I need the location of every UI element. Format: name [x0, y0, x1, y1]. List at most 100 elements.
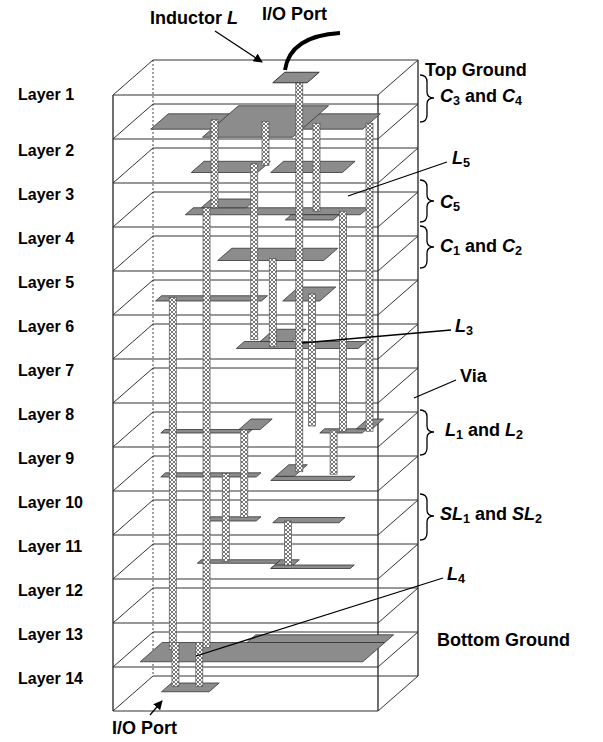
text-run	[500, 630, 505, 650]
via	[330, 430, 337, 474]
text-run	[463, 420, 468, 440]
text-run: 14	[65, 670, 83, 687]
layer-name: Layer 13	[18, 626, 83, 643]
text-run: I/O	[112, 718, 136, 738]
text-run: Layer	[18, 670, 61, 687]
symbol-index: 3	[466, 324, 473, 338]
symbol-letter: C	[440, 86, 453, 106]
part-name: C1 and C2	[440, 236, 522, 256]
leader-arrow	[215, 31, 262, 62]
layer-plane	[113, 500, 418, 535]
text-run: 5	[65, 274, 74, 291]
callout-label: SL1 and SL2	[440, 504, 542, 526]
text-run: Layer	[18, 318, 61, 335]
metal-pattern	[239, 419, 272, 430]
symbol-letter: L	[445, 420, 456, 440]
text-run	[460, 86, 465, 106]
metal-pattern	[285, 215, 339, 220]
text-run: Layer	[18, 406, 61, 423]
callout-label: C3 and C4	[440, 86, 522, 108]
text-run	[497, 86, 502, 106]
via	[366, 123, 373, 431]
symbol-letter: C	[502, 86, 515, 106]
callout-label: I/O Port	[112, 718, 177, 739]
text-run	[61, 186, 65, 203]
text-run: Layer	[18, 626, 61, 643]
text-run: 10	[65, 494, 83, 511]
text-run	[61, 670, 65, 687]
text-run: 8	[65, 406, 74, 423]
symbol-index: 1	[453, 244, 460, 258]
callout-label: L4	[447, 564, 465, 586]
text-run: Via	[460, 366, 487, 386]
layer-label: Layer 2	[18, 142, 74, 160]
symbol-letter: C	[440, 236, 453, 256]
io-pad	[273, 72, 319, 83]
text-run: Layer	[18, 230, 61, 247]
symbol-index: 1	[463, 512, 470, 526]
brace	[420, 180, 434, 222]
layer-label: Layer 1	[18, 86, 74, 104]
text-run: Ground	[505, 630, 570, 650]
symbol-index: 2	[516, 428, 523, 442]
symbol-letter: L	[455, 316, 466, 336]
via	[296, 76, 303, 472]
text-run	[500, 420, 505, 440]
layer-name: Layer 4	[18, 230, 74, 247]
text-run: Port	[141, 718, 177, 738]
part-name: Inductor L	[150, 8, 238, 28]
text-run	[61, 142, 65, 159]
bond-wire	[285, 33, 340, 70]
text-run	[497, 236, 502, 256]
text-run: 13	[65, 626, 83, 643]
text-run	[61, 86, 65, 103]
via	[222, 474, 229, 562]
metal-pattern	[162, 683, 220, 692]
text-run	[61, 626, 65, 643]
text-run: Ground	[462, 60, 527, 80]
symbol-index: 4	[458, 572, 465, 586]
layer-label: Layer 5	[18, 274, 74, 292]
part-name: L1 and L2	[445, 420, 523, 440]
symbol-index: 5	[453, 200, 460, 214]
via	[269, 259, 276, 347]
text-run: 4	[65, 230, 74, 247]
text-run: and	[475, 504, 507, 524]
layer-name: Layer 1	[18, 86, 74, 103]
part-name: Top Ground	[425, 60, 527, 80]
text-run	[61, 362, 65, 379]
part-name: SL1 and SL2	[440, 504, 542, 524]
text-run: Inductor	[150, 8, 222, 28]
symbol-letter: L	[227, 8, 238, 28]
metal-pattern	[201, 199, 256, 208]
layer-label: Layer 3	[18, 186, 74, 204]
text-run	[61, 318, 65, 335]
layer-name: Layer 11	[18, 538, 82, 555]
text-run	[136, 718, 141, 738]
symbol-index: 2	[535, 512, 542, 526]
symbol-letter: C	[440, 192, 453, 212]
symbol-index: 2	[515, 244, 522, 258]
callout-label: Top Ground	[425, 60, 527, 81]
via	[262, 122, 269, 166]
brace	[420, 410, 434, 455]
callout-label: L3	[455, 316, 473, 338]
symbol-letter: C	[502, 236, 515, 256]
metal-pattern	[247, 635, 394, 643]
leader-line	[302, 330, 451, 343]
text-run	[61, 494, 65, 511]
text-run: 2	[65, 142, 74, 159]
layer-name: Layer 7	[18, 362, 74, 379]
part-name: L3	[455, 316, 473, 336]
via	[340, 211, 347, 431]
symbol-letter: SL	[440, 504, 463, 524]
layer-label: Layer 12	[18, 582, 83, 600]
text-run: Layer	[18, 274, 61, 291]
text-run: Top	[425, 60, 457, 80]
via	[251, 164, 258, 340]
layer-name: Layer 14	[18, 670, 83, 687]
text-run: Bottom	[437, 630, 500, 650]
metal-pattern	[271, 476, 355, 480]
layer-plane	[113, 456, 418, 491]
text-run: 12	[65, 582, 83, 599]
